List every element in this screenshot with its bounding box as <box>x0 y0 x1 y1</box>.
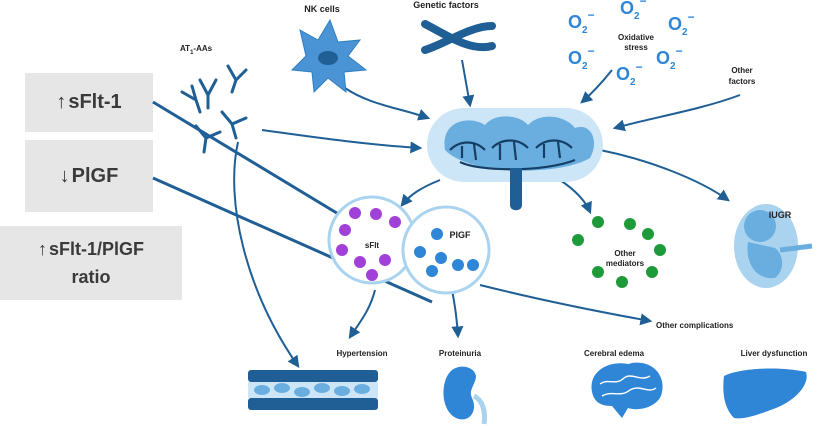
o2-molecule: O2− <box>616 60 643 88</box>
diagram-labels: NK cells Genetic factors Oxidative stres… <box>180 0 807 358</box>
ratio-box-line1: ↑sFlt-1/PlGF <box>38 235 144 263</box>
arrow-placenta-to-iugr <box>599 149 730 202</box>
label-at1-aas: AT1-AAs <box>180 44 213 56</box>
label-iugr: IUGR <box>769 210 792 220</box>
other-mediators-dots <box>572 216 666 288</box>
ratio-box: ↑sFlt-1/PlGF ratio <box>0 226 182 300</box>
arrow-placenta-to-sflt <box>400 179 441 207</box>
sflt1-box-label: sFlt-1 <box>68 91 122 113</box>
label-oxidative-stress-2: stress <box>624 43 648 52</box>
o2-molecule: O2− <box>656 44 683 72</box>
o2-molecule: O2− <box>668 10 695 38</box>
ratio-box-label: sFlt-1/PlGF <box>48 239 144 259</box>
brain-icon <box>591 362 663 418</box>
line-sflt1-to-sflt <box>152 100 346 220</box>
label-other-mediators-2: mediators <box>606 259 645 268</box>
o2-molecule: O2− <box>568 8 595 36</box>
flow-arrows <box>233 59 741 368</box>
up-arrow-icon: ↑ <box>56 91 67 113</box>
arrow-oxidative-to-placenta <box>580 69 613 104</box>
label-other-complications: Other complications <box>656 321 734 330</box>
sflt1-box: ↑ sFlt-1 <box>25 73 153 132</box>
arrow-other-factors-to-placenta <box>612 94 741 132</box>
label-other-mediators-1: Other <box>614 249 635 258</box>
arrow-sflt-to-hypertension <box>348 289 376 339</box>
chromosome-icon <box>421 20 496 54</box>
label-proteinuria: Proteinuria <box>439 349 482 358</box>
down-arrow-icon: ↓ <box>59 164 70 187</box>
plgf-box-label: PlGF <box>71 164 119 187</box>
arrow-genetic-to-placenta <box>461 59 475 108</box>
plgf-circle <box>401 205 491 295</box>
label-liver-dysfunction: Liver dysfunction <box>741 349 808 358</box>
blood-vessel-icon <box>248 370 378 410</box>
nk-cell-icon <box>290 18 368 94</box>
kidney-icon <box>443 366 487 425</box>
label-cerebral-edema: Cerebral edema <box>584 349 645 358</box>
sflt-circle <box>327 195 417 285</box>
iugr-fetus-icon <box>734 204 813 288</box>
ratio-box-line2: ratio <box>71 267 111 287</box>
up-arrow-icon: ↑ <box>37 239 47 259</box>
arrow-at1-to-vessel <box>233 141 300 368</box>
plgf-box: ↓ PlGF <box>25 140 153 212</box>
label-sflt: sFlt <box>365 241 380 250</box>
arrow-at1-to-placenta <box>261 129 423 154</box>
arrow-plgf-to-proteinuria <box>451 289 464 339</box>
label-other-factors-2: factors <box>729 77 756 86</box>
oxygen-molecules: O2− O2− O2− O2− O2− O2− <box>568 0 695 88</box>
placenta-icon <box>427 108 603 211</box>
label-hypertension: Hypertension <box>336 349 387 358</box>
arrow-to-other-complications <box>479 284 653 326</box>
label-plgf: PlGF <box>449 230 471 240</box>
label-genetic-factors: Genetic factors <box>413 0 479 10</box>
label-other-factors-1: Other <box>731 66 752 75</box>
arrow-placenta-to-mediators <box>559 179 592 215</box>
antibody-icon <box>180 64 248 154</box>
label-nk-cells: NK cells <box>304 4 340 14</box>
arrow-nk-to-placenta <box>344 87 431 121</box>
label-oxidative-stress-1: Oxidative <box>618 33 655 42</box>
o2-molecule: O2− <box>620 0 647 22</box>
o2-molecule: O2− <box>568 44 595 72</box>
liver-icon <box>723 368 807 419</box>
